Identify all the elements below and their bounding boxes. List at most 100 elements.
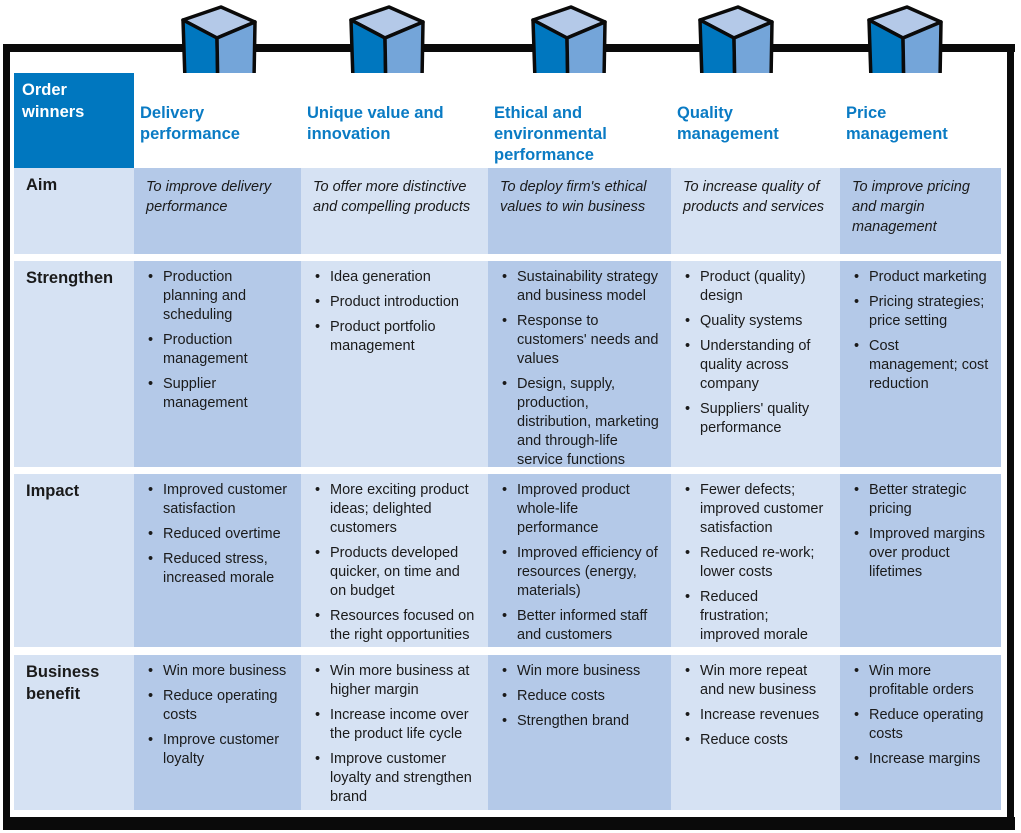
strengthen-cell-unique: Idea generationProduct introductionProdu… [301,261,488,467]
aim-cell: To improve pricing and margin management [840,168,1001,254]
bullet-item: Reduce costs [500,687,661,706]
impact-cell-price: Better strategic pricingImproved margins… [840,474,1001,647]
bullet-item: Quality systems [683,312,830,331]
aim-cell: To improve delivery performance [134,168,301,254]
bullet-item: Product marketing [852,268,991,287]
bullet-list: Fewer defects; improved customer satisfa… [683,481,830,645]
bullet-item: Supplier management [146,375,291,413]
column-header-quality: Quality management [671,73,840,168]
bullet-item: Reduce operating costs [852,706,991,744]
corner-title-line: winners [22,103,85,121]
bullet-item: Reduced overtime [146,525,291,544]
bullet-item: Win more business [500,662,661,681]
bullet-item: Win more business [146,662,291,681]
bullet-item: Cost management; cost reduction [852,337,991,394]
bullet-list: Idea generationProduct introductionProdu… [313,268,478,356]
bullet-item: Improved customer satisfaction [146,481,291,519]
column-header-line: performance [140,125,240,143]
bullet-item: Fewer defects; improved customer satisfa… [683,481,830,538]
row-label-impact: Impact [14,474,134,647]
benefit-cell-price: Win more profitable ordersReduce operati… [840,655,1001,810]
frame-right-border [1007,44,1014,830]
bullet-item: Improved efficiency of resources (energy… [500,544,661,601]
bullet-item: Increase margins [852,750,991,769]
bullet-item: Idea generation [313,268,478,287]
column-header-unique-value: Unique value and innovation [301,73,488,168]
bullet-item: Pricing strategies; price setting [852,293,991,331]
bullet-list: Product (quality) designQuality systemsU… [683,268,830,438]
bullet-item: Resources focused on the right opportuni… [313,607,478,645]
bullet-item: Product (quality) design [683,268,830,306]
bullet-item: Production planning and scheduling [146,268,291,325]
bullet-list: Win more repeat and new businessIncrease… [683,662,830,750]
bullet-list: Sustainability strategy and business mod… [500,268,661,470]
bullet-item: More exciting product ideas; delighted c… [313,481,478,538]
benefit-cell-quality: Win more repeat and new businessIncrease… [671,655,840,810]
row-label-aim: Aim [14,168,134,254]
column-header-price: Price management [840,73,1001,168]
column-header-line: Price [846,104,887,122]
row-label-business-benefit: Business benefit [14,655,134,810]
column-header-line: environmental [494,125,607,143]
column-header-line: management [677,125,779,143]
column-header-line: management [846,125,948,143]
strengthen-cell-ethical: Sustainability strategy and business mod… [488,261,671,470]
column-header-line: Ethical and [494,104,583,122]
bullet-item: Strengthen brand [500,712,661,731]
impact-cell-delivery: Improved customer satisfactionReduced ov… [134,474,301,647]
frame-bottom-border [3,817,1015,830]
bullet-item: Improved margins over product lifetimes [852,525,991,582]
column-header-line: performance [494,146,594,164]
aim-cell: To offer more distinctive and compelling… [301,168,488,254]
bullet-list: Improved customer satisfactionReduced ov… [146,481,291,588]
bullet-item: Understanding of quality across company [683,337,830,394]
bullet-list: More exciting product ideas; delighted c… [313,481,478,645]
bullet-item: Product portfolio management [313,318,478,356]
bullet-item: Reduced stress, increased morale [146,550,291,588]
corner-title: Order winners [14,73,134,168]
impact-row: Impact Improved customer satisfactionRed… [14,474,1001,647]
bullet-item: Improve customer loyalty [146,731,291,769]
bullet-item: Improve customer loyalty and strengthen … [313,750,478,807]
bullet-item: Design, supply, production, distribution… [500,375,661,470]
benefit-cell-unique: Win more business at higher marginIncrea… [301,655,488,810]
strengthen-cell-price: Product marketingPricing strategies; pri… [840,261,1001,467]
bullet-item: Increase revenues [683,706,830,725]
bullet-item: Sustainability strategy and business mod… [500,268,661,306]
impact-cell-unique: More exciting product ideas; delighted c… [301,474,488,647]
bullet-item: Improved product whole-life performance [500,481,661,538]
bullet-item: Reduce operating costs [146,687,291,725]
bullet-list: Win more businessReduce operating costsI… [146,662,291,769]
bullet-list: Improved product whole-life performanceI… [500,481,661,645]
business-benefit-row: Business benefit Win more businessReduce… [14,655,1001,810]
bullet-item: Suppliers' quality performance [683,400,830,438]
impact-cell-quality: Fewer defects; improved customer satisfa… [671,474,840,647]
row-label-line: benefit [26,685,81,703]
bullet-item: Better informed staff and customers [500,607,661,645]
bullet-item: Response to customers' needs and values [500,312,661,369]
bullet-item: Reduced frustration; improved morale [683,588,830,645]
benefit-cell-delivery: Win more businessReduce operating costsI… [134,655,301,810]
bullet-list: Production planning and schedulingProduc… [146,268,291,413]
frame-left-border [3,44,10,830]
aim-cell: To increase quality of products and serv… [671,168,840,254]
bullet-list: Win more businessReduce costsStrengthen … [500,662,661,731]
bullet-item: Win more profitable orders [852,662,991,700]
column-header-line: innovation [307,125,391,143]
strengthen-cell-delivery: Production planning and schedulingProduc… [134,261,301,467]
bullet-item: Products developed quicker, on time and … [313,544,478,601]
benefit-cell-ethical: Win more businessReduce costsStrengthen … [488,655,671,810]
bullet-item: Increase income over the product life cy… [313,706,478,744]
bullet-list: Better strategic pricingImproved margins… [852,481,991,582]
bullet-list: Win more business at higher marginIncrea… [313,662,478,807]
aim-cell: To deploy firm's ethical values to win b… [488,168,671,254]
strengthen-cell-quality: Product (quality) designQuality systemsU… [671,261,840,467]
row-label-strengthen: Strengthen [14,261,134,467]
column-header-line: Quality [677,104,733,122]
bullet-item: Reduce costs [683,731,830,750]
bullet-item: Win more repeat and new business [683,662,830,700]
bullet-list: Product marketingPricing strategies; pri… [852,268,991,394]
bullet-item: Win more business at higher margin [313,662,478,700]
strengthen-row: Strengthen Production planning and sched… [14,261,1001,470]
bullet-item: Production management [146,331,291,369]
